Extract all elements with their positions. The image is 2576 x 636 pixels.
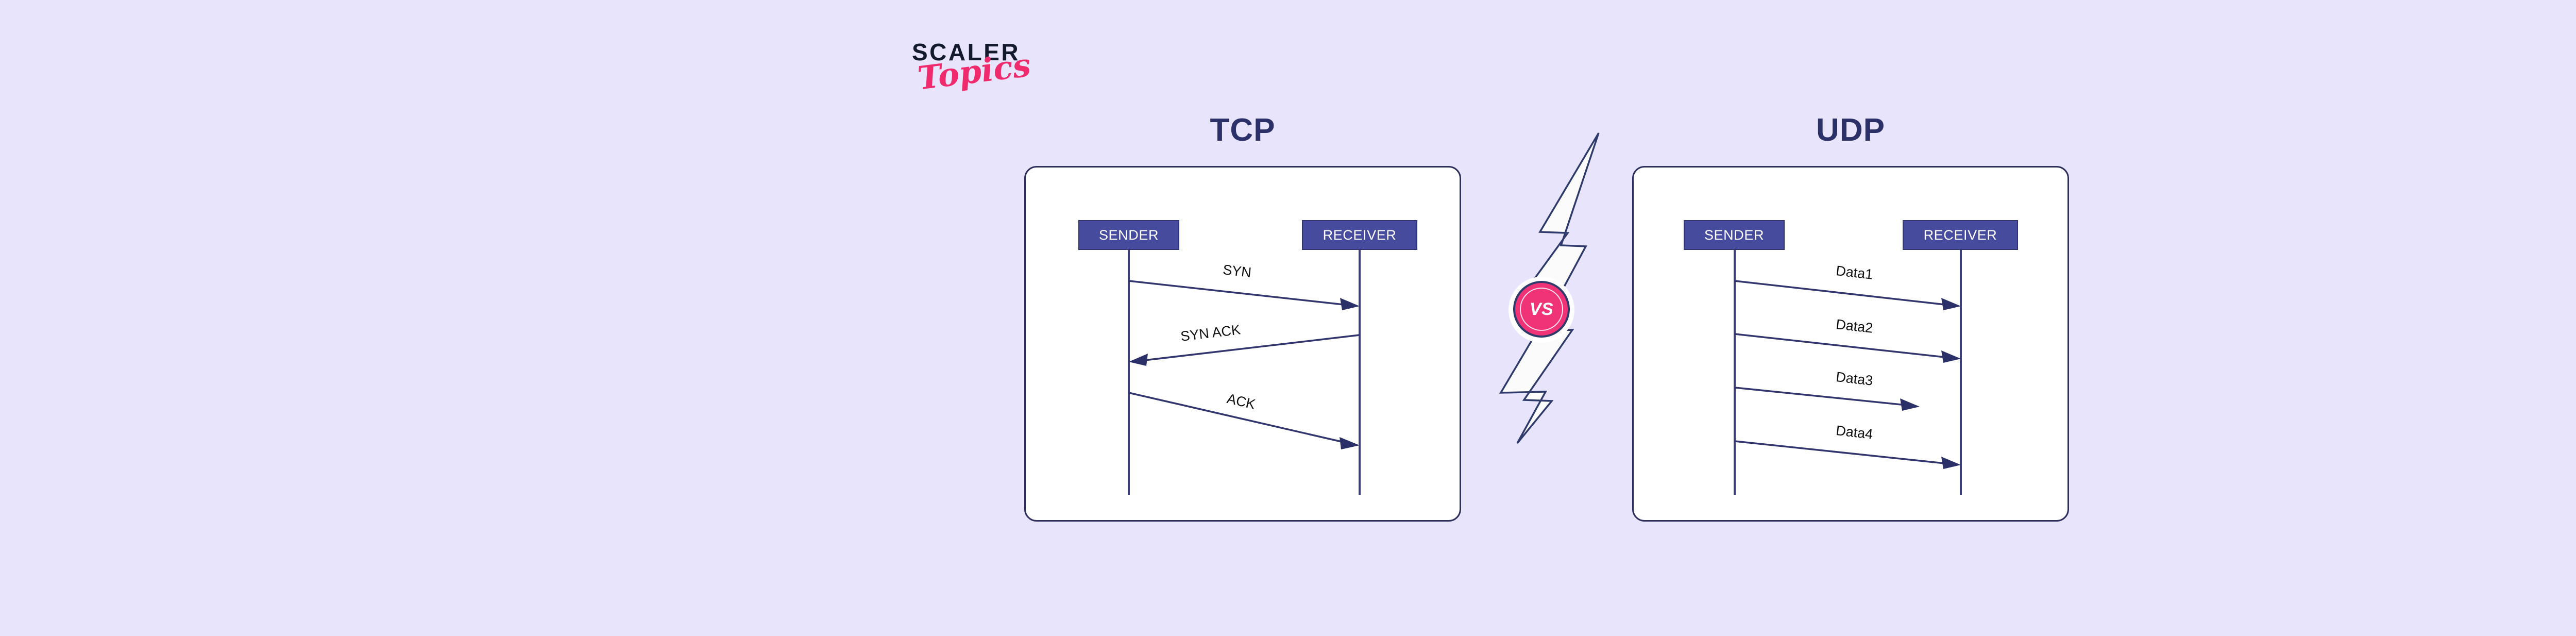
- panel-udp: [1632, 166, 2069, 522]
- tcp-actor-sender: SENDER: [1078, 220, 1179, 250]
- logo-wordmark-scaler: SCALER: [912, 39, 1021, 65]
- panel-title-udp: UDP: [1816, 112, 1885, 148]
- vs-badge-label: VS: [1529, 299, 1554, 319]
- tcp-actor-receiver: RECEIVER: [1302, 220, 1417, 250]
- vs-badge: VS: [1513, 281, 1570, 338]
- udp-actor-receiver: RECEIVER: [1903, 220, 2018, 250]
- versus-separator: VS: [1466, 165, 1620, 484]
- udp-actor-sender: SENDER: [1684, 220, 1785, 250]
- vs-badge-inner-ring: [1520, 288, 1563, 331]
- panel-title-tcp: TCP: [1210, 112, 1276, 148]
- udp-actor-sender-label: SENDER: [1704, 227, 1765, 243]
- tcp-actor-receiver-label: RECEIVER: [1323, 227, 1397, 243]
- udp-actor-receiver-label: RECEIVER: [1923, 227, 1997, 243]
- tcp-actor-sender-label: SENDER: [1098, 227, 1159, 243]
- panel-tcp: [1024, 166, 1461, 522]
- scaler-topics-logo: SCALER Topics: [896, 40, 1082, 128]
- tcp-message-label-syn: SYN: [1222, 262, 1252, 280]
